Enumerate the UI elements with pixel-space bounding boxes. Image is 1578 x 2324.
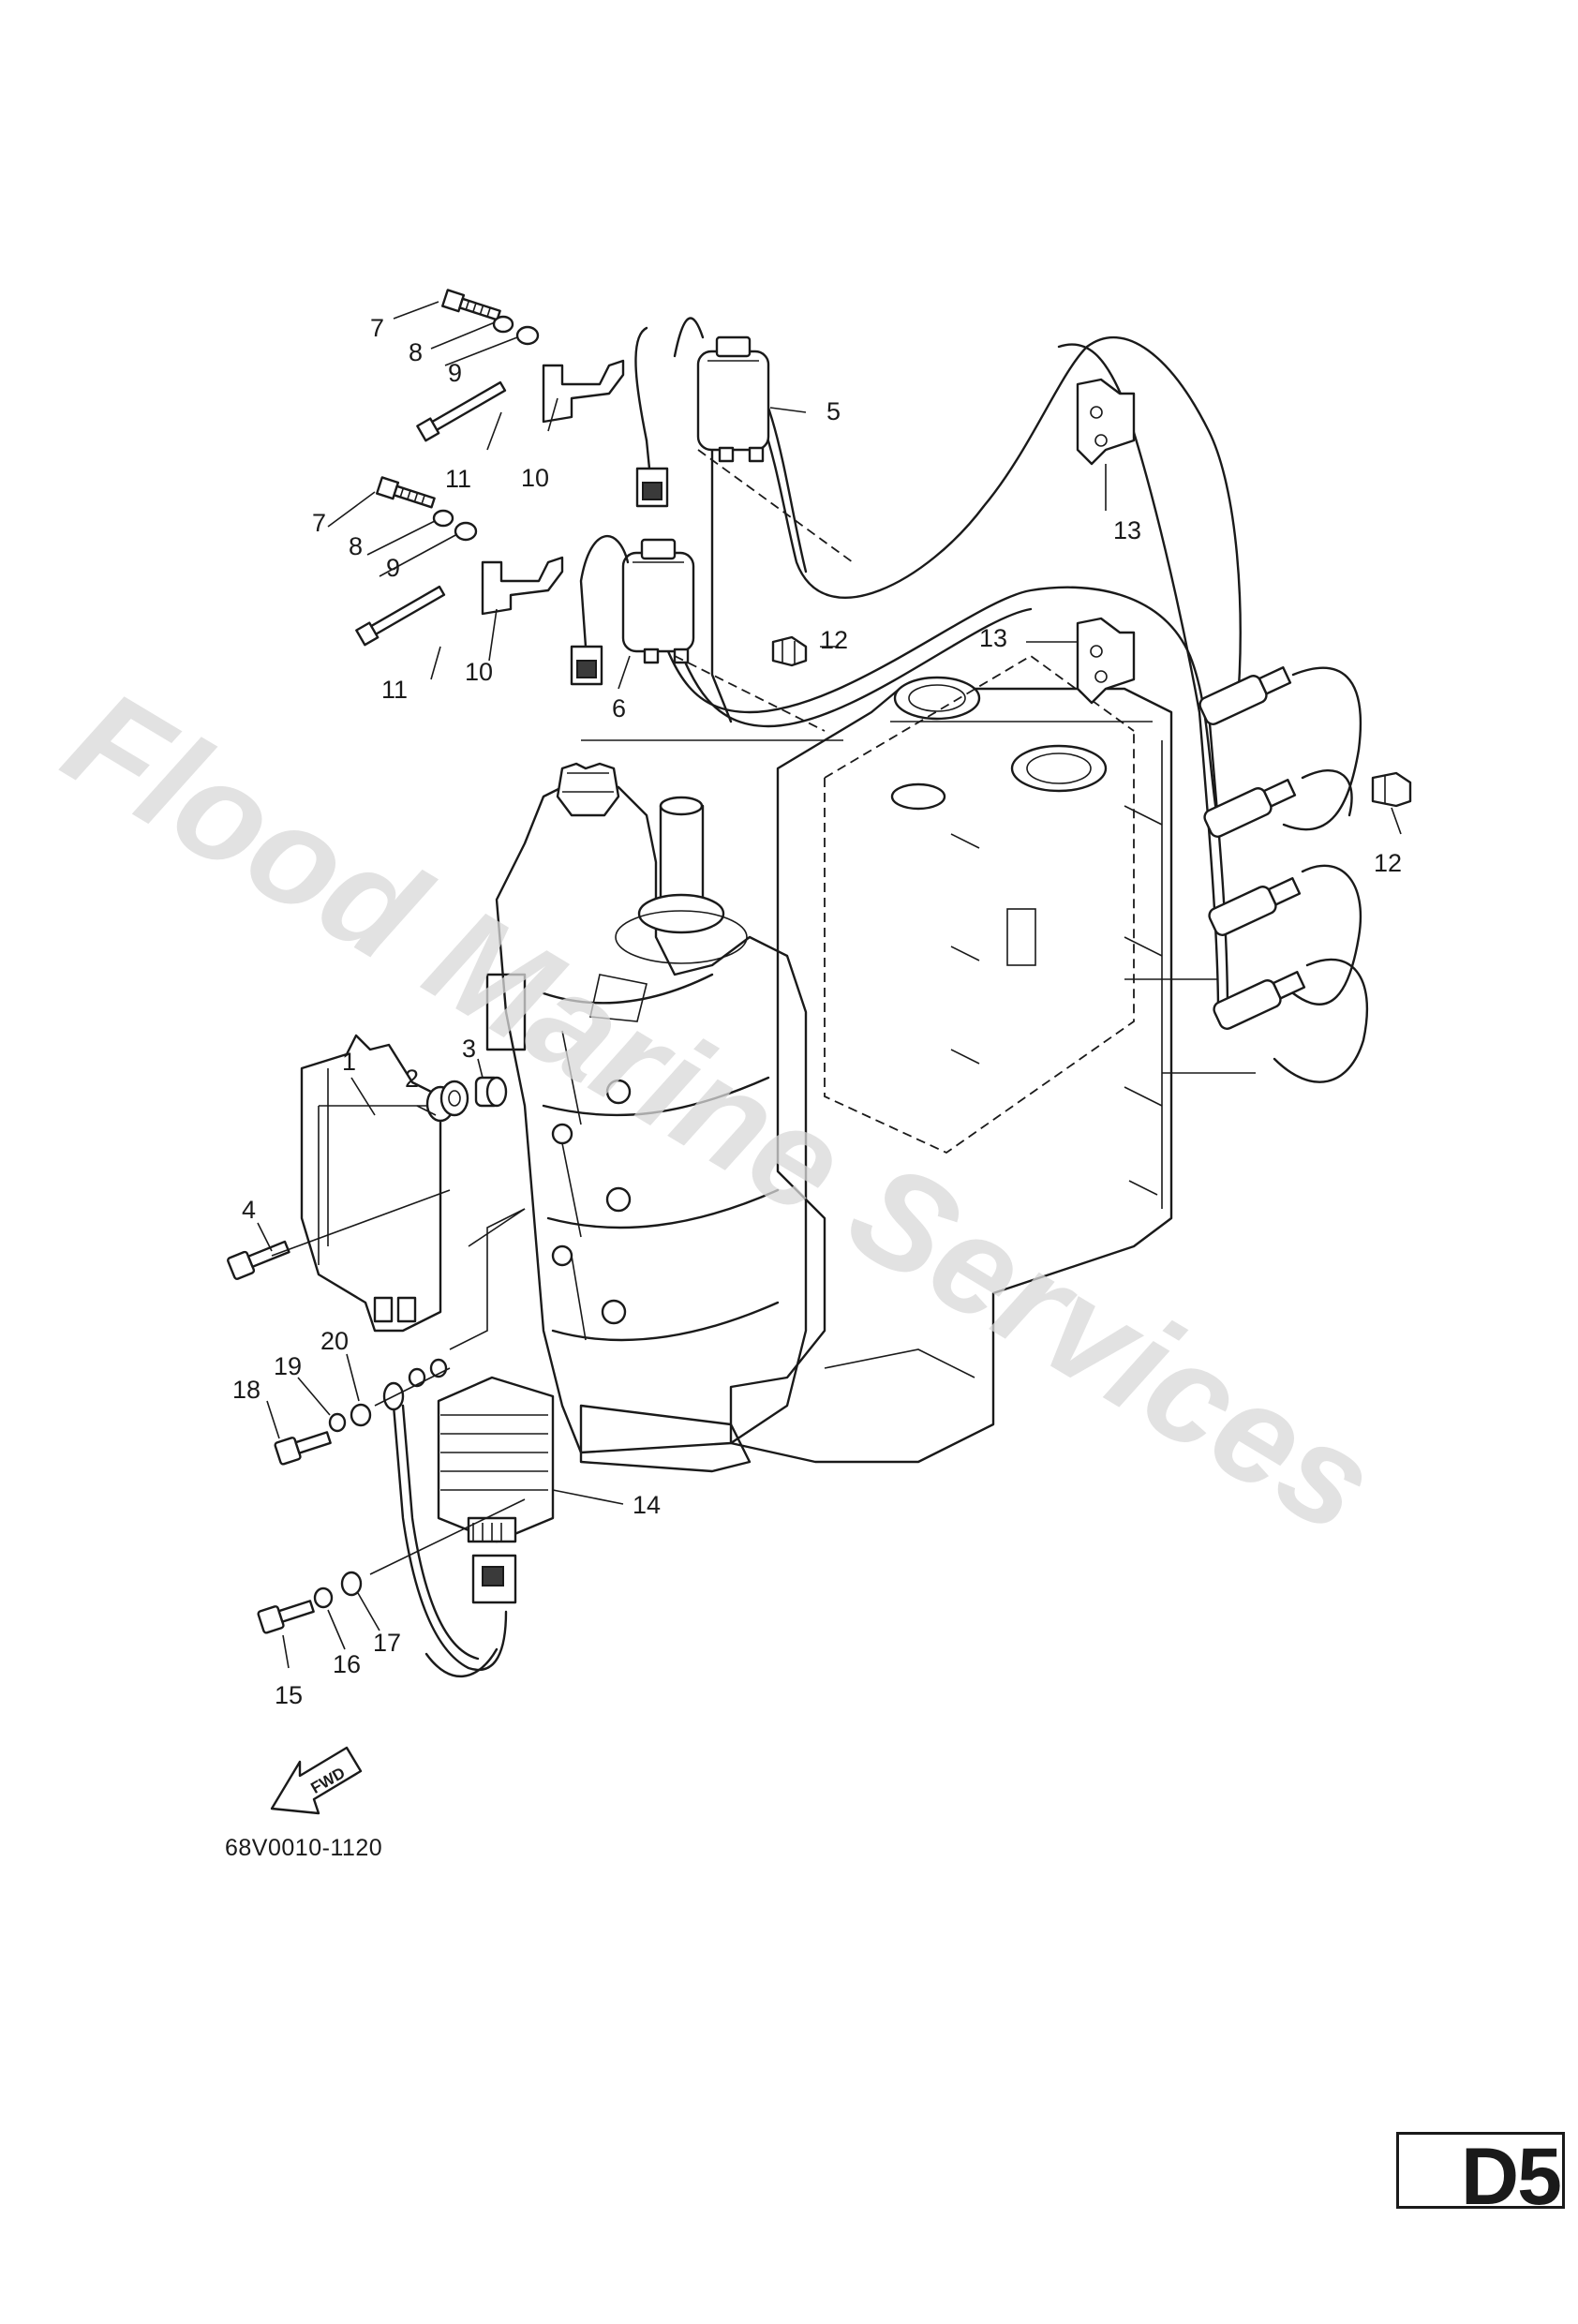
callout-10-upper: 10: [521, 464, 549, 492]
clamp-12-upper: [771, 635, 808, 667]
bolt-4: [227, 1240, 290, 1280]
callout-1: 1: [342, 1048, 356, 1076]
bolt-18: [274, 1431, 332, 1466]
callout-5: 5: [826, 397, 841, 425]
grommet-2: [425, 1080, 469, 1123]
watermark-text: Flood Marine Services: [41, 659, 1401, 1562]
cable-tie-11-lower: [355, 585, 446, 647]
callout-7-upper: 7: [370, 314, 384, 342]
callout-19: 19: [274, 1352, 302, 1380]
washer-9-upper: [515, 325, 540, 346]
callout-18: 18: [232, 1376, 261, 1404]
callout-9-lower: 9: [386, 554, 400, 582]
callout-6: 6: [612, 694, 626, 723]
clamp-12-right: [1371, 771, 1412, 808]
callout-8-upper: 8: [409, 338, 423, 366]
bracket-10-lower: [481, 556, 564, 616]
callout-13-upper: 13: [1113, 516, 1141, 544]
bolt-7-upper: [441, 289, 501, 321]
ignition-coil-5: [635, 335, 770, 508]
callout-10-lower: 10: [465, 658, 493, 686]
callout-12-right: 12: [1374, 849, 1402, 877]
washer-17: [340, 1571, 363, 1597]
page-code-box: D5: [1396, 2132, 1565, 2209]
callout-12-upper: 12: [820, 626, 848, 654]
callout-11-lower: 11: [381, 676, 408, 704]
callout-15: 15: [275, 1681, 303, 1709]
cdi-unit-1: [300, 1034, 442, 1333]
callout-20: 20: [320, 1327, 349, 1355]
washer-small-a: [408, 1367, 426, 1388]
callout-7-lower: 7: [312, 509, 326, 537]
callout-13-lower: 13: [979, 624, 1007, 652]
rectifier-regulator-14: [392, 1376, 555, 1678]
callout-2: 2: [405, 1065, 419, 1093]
holder-13-upper: [1076, 378, 1136, 466]
callout-16: 16: [333, 1650, 361, 1678]
cable-tie-11-upper: [416, 380, 507, 442]
bracket-10-upper: [542, 359, 625, 424]
page-code: D5: [1461, 2132, 1562, 2209]
callout-17: 17: [373, 1629, 401, 1657]
washer-19: [328, 1412, 347, 1433]
callout-3: 3: [462, 1035, 476, 1063]
diagram-part-number: 68V0010-1120: [225, 1835, 382, 1861]
washer-8-upper: [492, 315, 514, 334]
engine-block-drawing: [485, 654, 1173, 1473]
callout-14: 14: [633, 1491, 661, 1519]
callout-leaders: [257, 301, 1402, 1669]
ignition-coil-6: [570, 535, 695, 686]
washer-8-lower: [432, 509, 454, 528]
callout-9-upper: 9: [448, 359, 462, 387]
callout-labels: 1 2 3 4 5 6 7 7 8 8 9 9 10 10 11 11 12 1…: [232, 314, 1402, 1709]
washer-16: [313, 1587, 334, 1609]
callout-11-upper: 11: [445, 465, 471, 493]
bolt-15: [257, 1600, 315, 1634]
bolt-7-lower: [376, 476, 436, 509]
spark-plug-caps: [1198, 666, 1369, 1083]
fwd-arrow-icon: FWD: [270, 1746, 363, 1815]
callout-8-lower: 8: [349, 532, 363, 560]
holder-13-lower: [1076, 617, 1136, 705]
collar-3: [474, 1076, 508, 1108]
washer-20: [350, 1403, 372, 1427]
callout-4: 4: [242, 1196, 256, 1224]
washer-9-lower: [454, 521, 478, 542]
